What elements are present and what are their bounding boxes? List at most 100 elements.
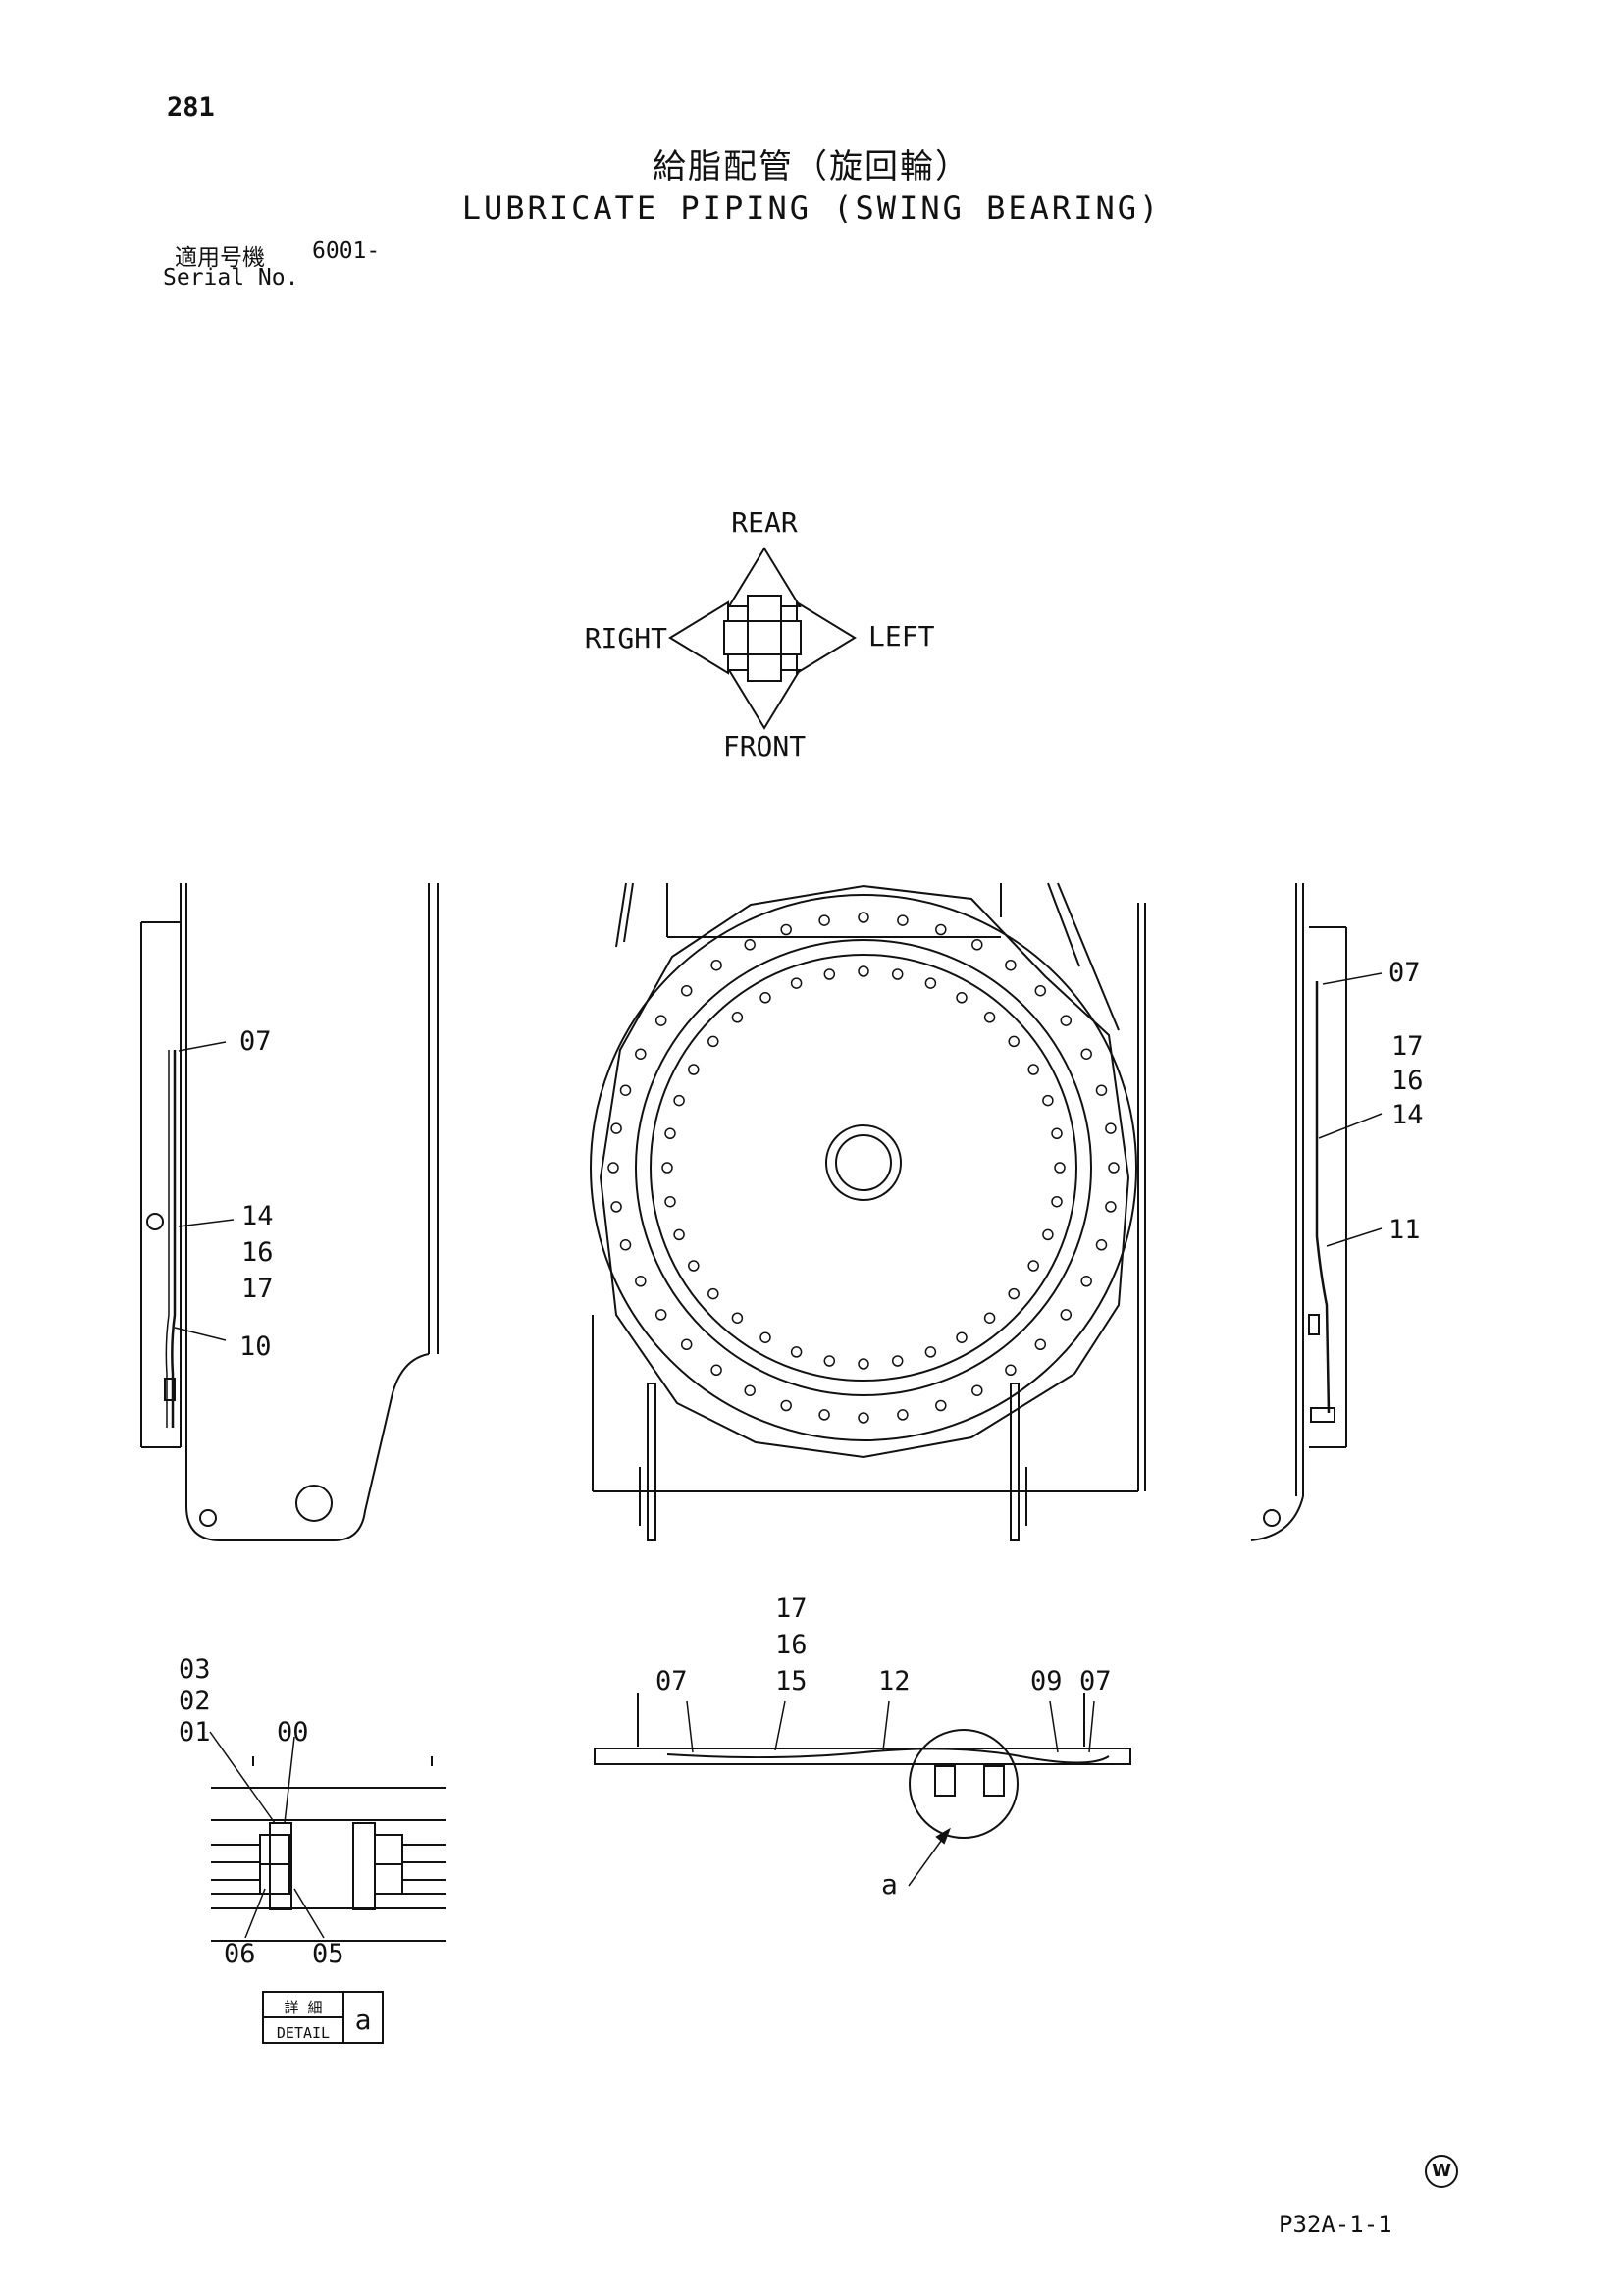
callout-detail-01: 01 <box>179 1717 211 1748</box>
callout-detail-03: 03 <box>179 1654 211 1685</box>
bolt-hole <box>744 939 756 951</box>
bolt-hole <box>983 1012 996 1023</box>
bolt-hole <box>607 1162 619 1174</box>
bolt-hole <box>858 912 869 923</box>
bolt-hole <box>891 1355 904 1367</box>
callout-right-11: 11 <box>1388 1215 1421 1245</box>
bolt-hole <box>1008 1035 1020 1048</box>
document-code: P32A-1-1 <box>1279 2211 1392 2238</box>
detail-label-ja: 詳 細 <box>284 1999 322 2016</box>
center-top-view <box>590 882 1146 1541</box>
bolt-hole <box>1005 959 1017 971</box>
bolt-hole <box>664 1127 676 1140</box>
bolt-hole <box>707 1035 719 1048</box>
callout-pointer-a: a <box>881 1868 898 1901</box>
bolt-hole <box>790 977 803 989</box>
bolt-hole <box>635 1276 647 1287</box>
bolt-hole <box>935 923 947 936</box>
bolt-hole <box>1042 1228 1054 1241</box>
bolt-hole <box>1034 1338 1047 1351</box>
label-right: RIGHT <box>585 622 667 654</box>
bolt-hole <box>1080 1048 1092 1060</box>
callout-left-17: 17 <box>241 1274 274 1304</box>
bolt-hole <box>619 1239 632 1251</box>
title-japanese: 給脂配管（旋回輪） <box>653 147 970 186</box>
w-mark: W <box>1425 2155 1458 2188</box>
bolt-hole <box>780 923 792 936</box>
bolt-hole <box>1105 1122 1117 1134</box>
detail-label-en: DETAIL <box>277 2024 330 2042</box>
bolt-hole <box>1108 1162 1120 1174</box>
label-rear: REAR <box>731 506 798 539</box>
bolt-hole <box>858 1358 869 1370</box>
bolt-hole <box>924 977 937 989</box>
bolt-hole <box>610 1201 622 1213</box>
bolt-hole <box>673 1228 685 1241</box>
callout-bottom-15: 15 <box>775 1666 808 1696</box>
bolt-hole <box>956 1331 968 1343</box>
bolt-hole <box>673 1094 685 1107</box>
serial-value: 6001- <box>312 238 381 264</box>
bolt-hole <box>1051 1195 1063 1208</box>
bolt-hole <box>1042 1094 1054 1107</box>
bolt-hole <box>619 1084 632 1096</box>
callout-detail-02: 02 <box>179 1686 211 1716</box>
bolt-hole <box>823 968 836 980</box>
callout-left-14: 14 <box>241 1201 274 1231</box>
label-front: FRONT <box>723 730 806 762</box>
right-side-view <box>1250 883 1383 1541</box>
callout-bottom-07b: 07 <box>1079 1666 1112 1696</box>
bolt-hole <box>688 1064 700 1075</box>
bolt-hole <box>897 914 909 926</box>
bolt-hole <box>897 1409 909 1421</box>
bolt-hole <box>971 1384 983 1396</box>
bolt-hole <box>710 1364 722 1377</box>
callout-right-17: 17 <box>1391 1031 1424 1062</box>
callout-bottom-17: 17 <box>775 1593 808 1624</box>
bolt-hole <box>891 968 904 980</box>
label-left: LEFT <box>868 620 935 652</box>
callout-left-10: 10 <box>239 1331 272 1362</box>
bolt-hole <box>924 1346 937 1358</box>
callout-left-16: 16 <box>241 1237 274 1268</box>
bolt-hole <box>680 984 693 997</box>
bolt-hole <box>1027 1064 1039 1075</box>
page-number: 281 <box>167 92 215 123</box>
callout-detail-06: 06 <box>224 1939 256 1969</box>
bolt-hole <box>983 1312 996 1324</box>
bolt-hole <box>1105 1201 1117 1213</box>
callout-right-16: 16 <box>1391 1066 1424 1096</box>
bolt-hole <box>823 1355 836 1367</box>
callout-detail-05: 05 <box>312 1939 344 1969</box>
bolt-hole <box>731 1312 744 1324</box>
bolt-hole <box>790 1346 803 1358</box>
bolt-hole <box>688 1260 700 1272</box>
title-english: LUBRICATE PIPING (SWING BEARING) <box>461 189 1162 227</box>
bolt-hole <box>1095 1239 1108 1251</box>
bolt-hole <box>1005 1364 1017 1377</box>
bolt-hole <box>1095 1084 1108 1096</box>
bolt-hole <box>956 992 968 1004</box>
bolt-hole <box>1080 1276 1092 1287</box>
callout-right-07: 07 <box>1388 958 1421 988</box>
bolt-hole <box>707 1287 719 1300</box>
bolt-hole <box>1034 984 1047 997</box>
bolt-hole <box>1008 1287 1020 1300</box>
bolt-hole <box>1051 1127 1063 1140</box>
callout-left-07: 07 <box>239 1026 272 1057</box>
bolt-hole <box>1027 1260 1039 1272</box>
left-side-view <box>140 883 439 1541</box>
bolt-hole <box>818 1409 830 1421</box>
bolt-hole <box>780 1399 792 1412</box>
bolt-hole <box>759 1331 771 1343</box>
bolt-hole <box>744 1384 756 1396</box>
bolt-hole <box>654 1309 667 1321</box>
bolt-hole <box>759 992 771 1004</box>
bolt-hole <box>858 1412 869 1424</box>
bolt-hole <box>1060 1309 1073 1321</box>
bolt-hole <box>635 1048 647 1060</box>
orientation-arrows <box>668 547 857 730</box>
serial-label-ja: 適用号機 <box>175 245 265 271</box>
bolt-hole <box>654 1015 667 1026</box>
